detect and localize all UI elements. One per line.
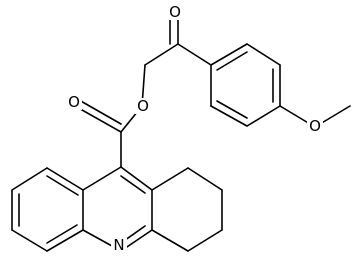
bond-benzo-4: [11, 229, 48, 252]
bond-cyclohexene-4: [187, 229, 223, 252]
bond-pyridine-c8a-c9-inner: [120, 175, 146, 194]
bond-cyclohexene-1: [151, 167, 189, 191]
bond-methylene-ketone: [144, 43, 179, 66]
bond-benzo-1: [46, 167, 84, 191]
bond-benzo-5-inner: [46, 224, 78, 244]
bond-phenyl-5: [210, 105, 248, 127]
bond-cyclohexene-2: [187, 167, 223, 191]
bond-benzo-2: [11, 167, 48, 191]
methoxy-oxygen-label-background: [307, 118, 323, 134]
ketone-oxygen-label: O: [169, 3, 181, 21]
ester-carbonyl-oxygen-label-background: [66, 94, 82, 110]
bond-ester-carbonyl-oxygen-a: [74, 105, 122, 133]
ester-oxygen-label-background: [135, 98, 151, 114]
bond-pyridine-c9-c9a: [82, 166, 122, 191]
ring-nitrogen-label: N: [113, 236, 124, 254]
ester-carbonyl-oxygen-label: O: [68, 93, 80, 111]
bond-layer: [11, 14, 351, 252]
bond-ester-carbonyl-oxygen-b: [78, 99, 122, 125]
bond-benzo-5: [46, 229, 84, 252]
bond-phenyl-4: [246, 105, 281, 127]
bond-ketone-phenyl: [177, 43, 212, 66]
bond-phenyl-1-inner: [216, 51, 248, 71]
bond-phenyl-1: [210, 43, 248, 66]
bond-phenyl-2: [246, 43, 281, 66]
bond-phenyl-5-inner: [216, 100, 248, 119]
bond-benzo-1-inner: [46, 175, 79, 196]
ester-oxygen-label: O: [137, 97, 149, 115]
ring-nitrogen-label-background: [111, 236, 127, 253]
bond-pyridine-c8a-c9: [120, 166, 153, 191]
atom-label-layer: O O O O N: [66, 3, 323, 254]
ketone-oxygen-label-background: [167, 4, 183, 20]
methoxy-oxygen-label: O: [309, 117, 321, 135]
bond-cyclohexene-5: [151, 229, 189, 252]
